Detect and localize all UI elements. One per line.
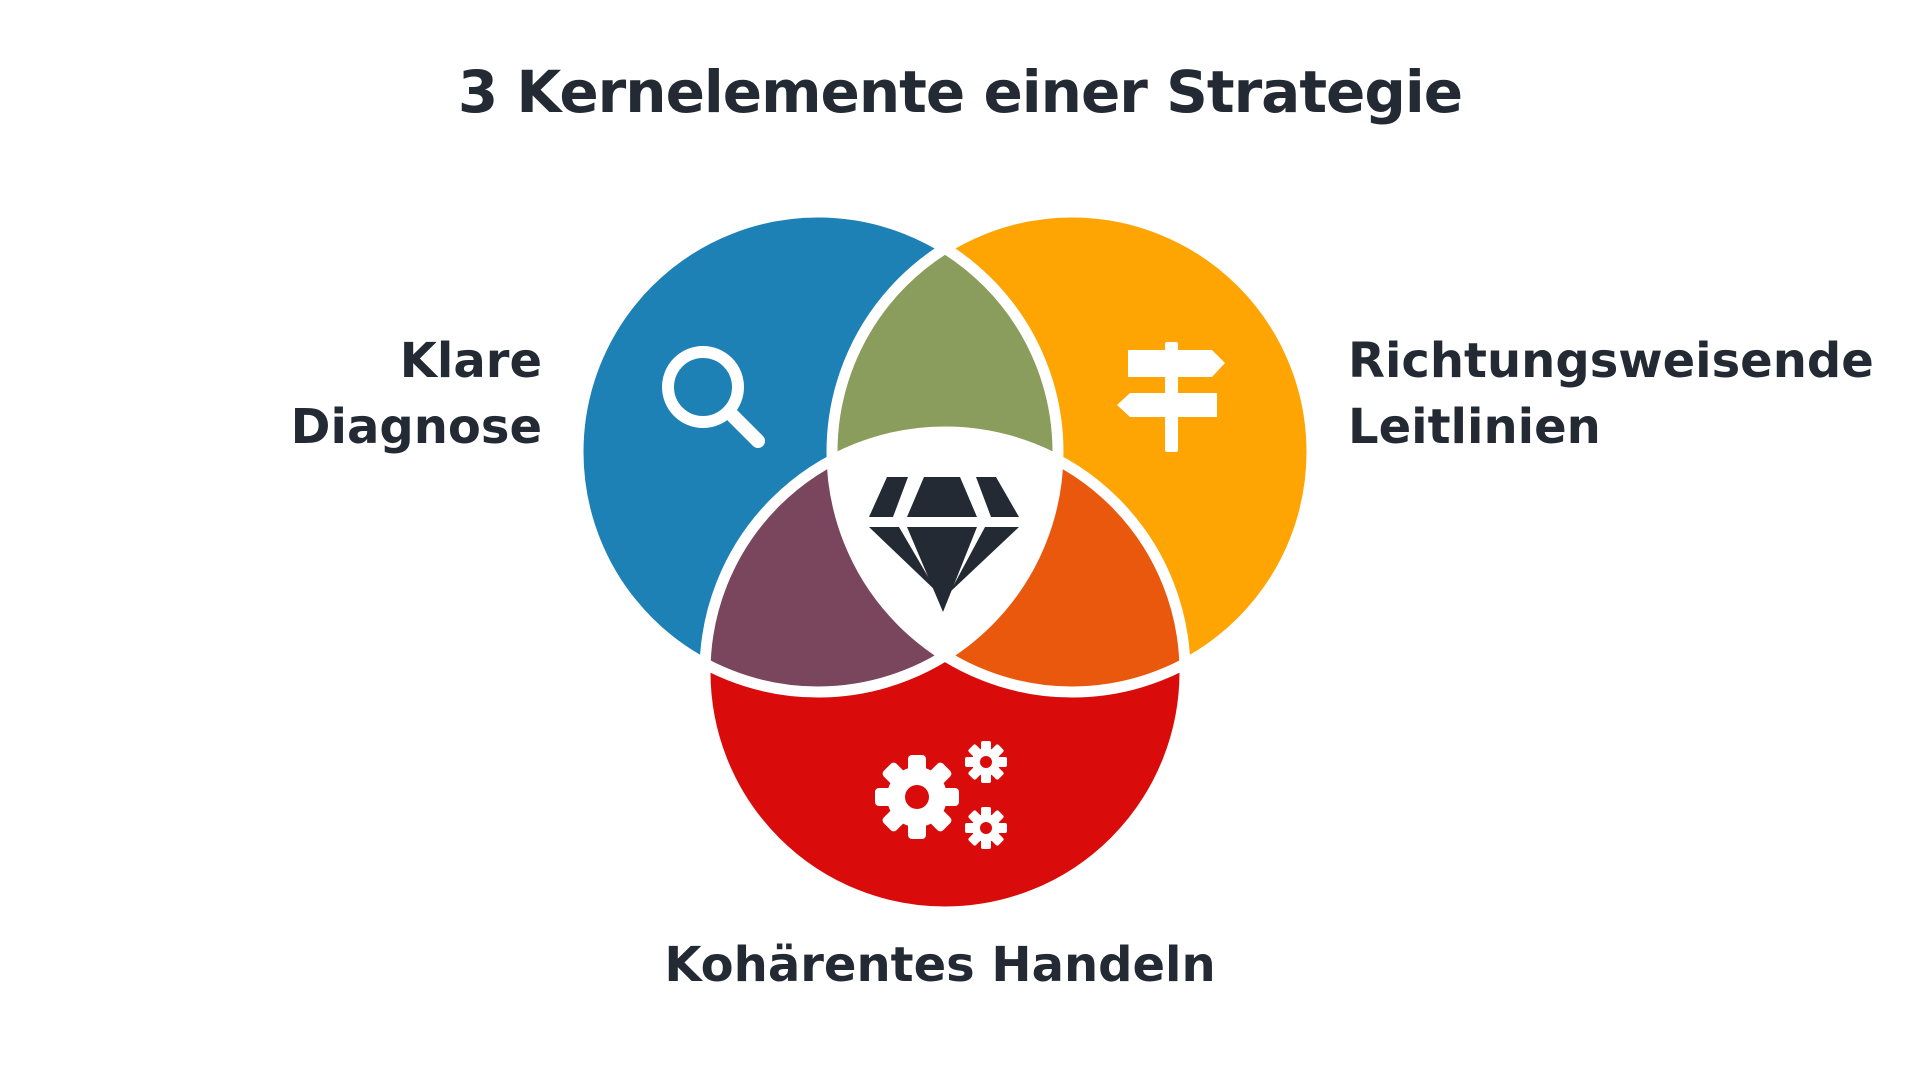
label-left-line-2: Diagnose (290, 399, 542, 455)
gears-icon (875, 741, 1007, 849)
label-right-line-2: Leitlinien (1348, 399, 1601, 455)
page-title: 3 Kernelemente einer Strategie (457, 58, 1463, 126)
signpost-icon (1117, 342, 1225, 452)
label-kohaerentes-handeln: Kohärentes Handeln (664, 937, 1216, 993)
label-left-line-1: Klare (399, 333, 542, 389)
label-richtungsweisende-leitlinien: Richtungsweisende Leitlinien (1348, 328, 1874, 460)
label-right-line-1: Richtungsweisende (1348, 333, 1874, 389)
diamond-icon (869, 477, 1019, 612)
label-klare-diagnose: Klare Diagnose (291, 328, 542, 460)
search-icon (662, 346, 765, 448)
